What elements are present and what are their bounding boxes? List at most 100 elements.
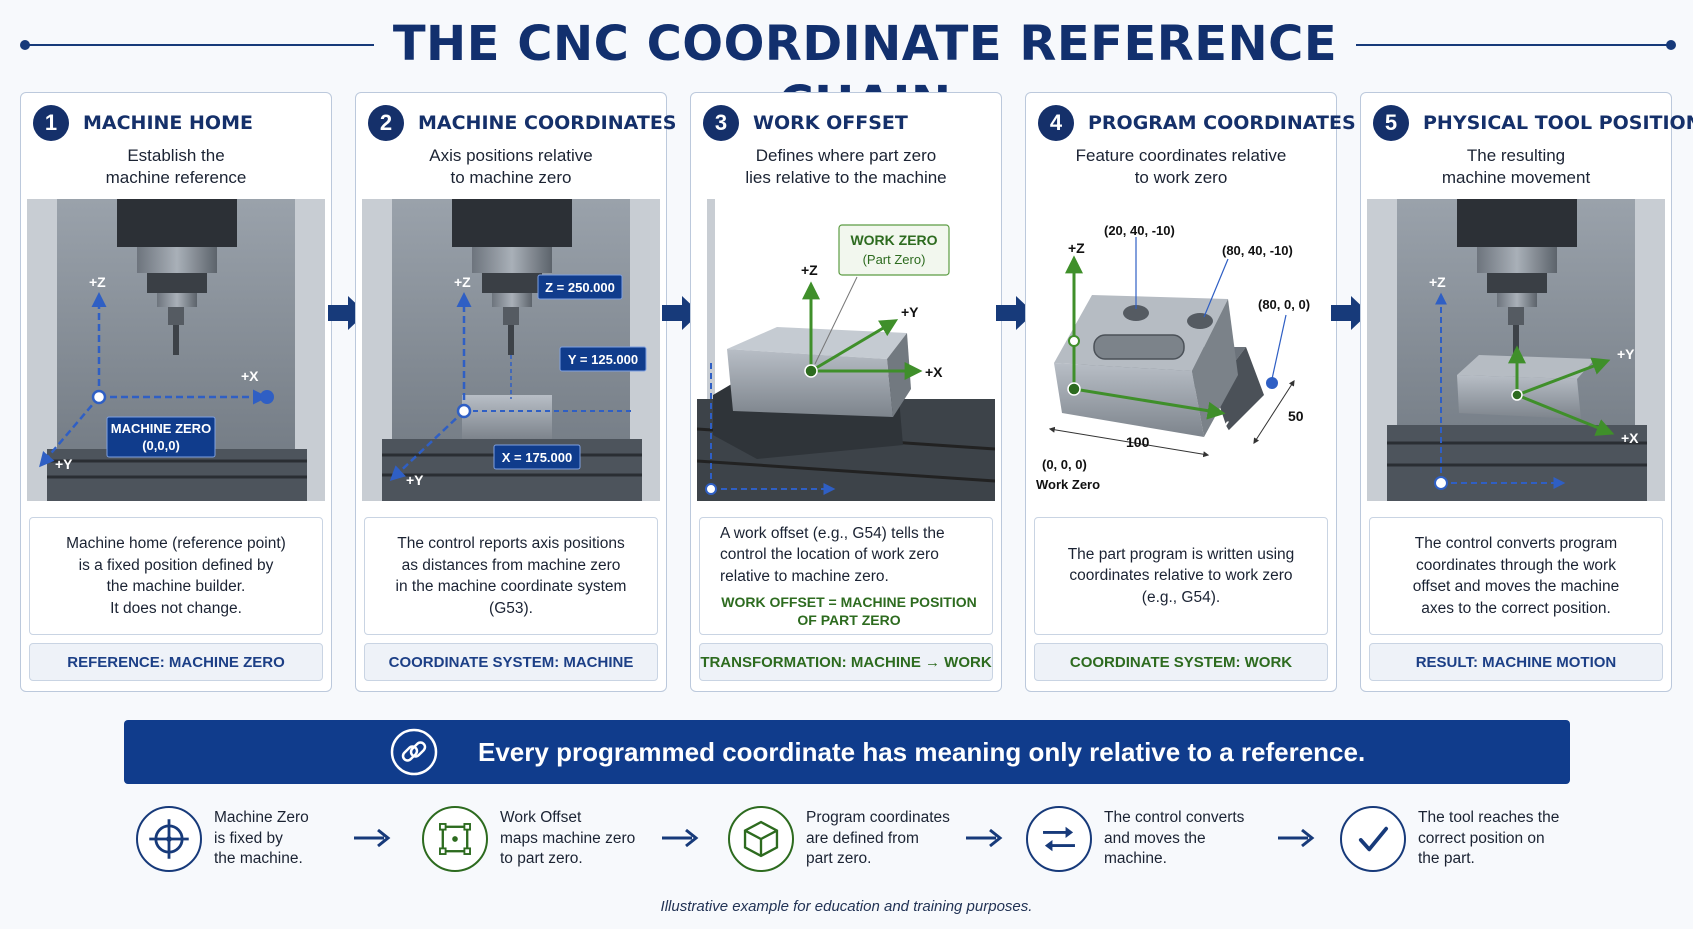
step-header: 3 WORK OFFSET — [703, 103, 908, 143]
description-box: Machine home (reference point) is a fixe… — [29, 517, 323, 635]
panel-physical-tool-position: 5 PHYSICAL TOOL POSITION The resulting m… — [1360, 92, 1693, 692]
step-subtitle-line: The resulting — [1466, 146, 1566, 165]
title-rule-right — [1356, 44, 1674, 46]
equation-line: WORK OFFSET = MACHINE POSITION — [721, 594, 977, 611]
step-number-badge: 3 — [703, 105, 739, 141]
y-position-readout: Y = 125.000 — [568, 352, 638, 367]
arrow-right-icon — [1278, 828, 1315, 848]
arrow-right-icon — [662, 828, 699, 848]
step-subtitle-line: to work zero — [1134, 168, 1228, 187]
step-header: 5 PHYSICAL TOOL POSITION — [1373, 103, 1693, 143]
axis-label-x: +X — [1212, 418, 1230, 434]
reference-tag: REFERENCE: MACHINE ZERO — [29, 643, 323, 681]
summary-line: The control converts — [1104, 809, 1245, 826]
coordinate-system-tag: COORDINATE SYSTEM: MACHINE — [364, 643, 658, 681]
title-rule-left — [22, 44, 374, 46]
summary-line: is fixed by — [214, 829, 283, 847]
axis-label-z: +Z — [801, 262, 818, 278]
description-line: in the machine coordinate system — [395, 578, 627, 595]
link-icon — [390, 728, 438, 776]
step-header: 1 MACHINE HOME — [33, 103, 253, 143]
summary-line: Program coordinates — [806, 809, 950, 826]
description-line: The part program is written using — [1067, 545, 1295, 563]
work-offset-icon — [422, 806, 488, 872]
description-line: offset and moves the machine — [1412, 578, 1620, 595]
summary-line: Work Offset — [500, 809, 582, 826]
feature-point-label: (20, 40, -10) — [1104, 223, 1175, 238]
key-message-banner: Every programmed coordinate has meaning … — [124, 720, 1570, 784]
step-title: MACHINE COORDINATES — [418, 112, 677, 134]
work-offset-illustration: +Z +X +Y WORK ZERO (Part Zero) — [697, 199, 995, 501]
checkmark-icon — [1340, 806, 1406, 872]
description-box: A work offset (e.g., G54) tells the cont… — [699, 517, 993, 635]
description-line: The control converts program — [1414, 535, 1618, 552]
axis-label-y: +Y — [1617, 346, 1635, 362]
summary-line: Machine Zero — [214, 809, 309, 826]
description-line: control the location of work zero — [720, 546, 939, 564]
panel-program-coordinates: 4 PROGRAM COORDINATES Feature coordinate… — [1025, 92, 1356, 692]
description-box: The control converts program coordinates… — [1369, 517, 1663, 635]
arrow-right-icon — [966, 828, 1003, 848]
description-line: It does not change. — [110, 599, 242, 617]
step-number-badge: 4 — [1038, 105, 1074, 141]
axis-label-z: +Z — [1429, 274, 1446, 290]
summary-line: part zero. — [806, 850, 872, 867]
origin-label: Work Zero — [1036, 477, 1100, 492]
description-line: A work offset (e.g., G54) tells the — [720, 524, 945, 542]
description-line: Machine home (reference point) — [66, 535, 286, 552]
step-subtitle-line: Axis positions relative — [429, 146, 593, 165]
crosshair-icon — [136, 806, 202, 872]
description-box: The part program is written using coordi… — [1034, 517, 1328, 635]
description-line: coordinates relative to work zero — [1069, 567, 1293, 585]
feature-point-label: (80, 40, -10) — [1222, 243, 1293, 258]
axis-label-x: +X — [925, 364, 943, 380]
summary-text: The control converts and moves the machi… — [1104, 808, 1274, 870]
program-coordinates-illustration: +Z +X (20, 40, -10) (80, 40, -10) (80, 0… — [1032, 199, 1330, 501]
step-number-badge: 1 — [33, 105, 69, 141]
summary-line: are defined from — [806, 829, 919, 847]
step-subtitle-line: lies relative to the machine — [745, 168, 947, 187]
step-subtitle-line: Defines where part zero — [755, 146, 937, 165]
x-position-readout: X = 175.000 — [502, 450, 572, 465]
equation-line: OF PART ZERO — [797, 612, 901, 629]
origin-coords: (0, 0, 0) — [1042, 457, 1087, 472]
description-box: The control reports axis positions as di… — [364, 517, 658, 635]
step-number-badge: 2 — [368, 105, 404, 141]
step-subtitle: Feature coordinates relative to work zer… — [1036, 145, 1326, 189]
dimension-width: 50 — [1288, 408, 1304, 424]
work-zero-sublabel: (Part Zero) — [863, 252, 926, 267]
step-number-badge: 5 — [1373, 105, 1409, 141]
step-subtitle: Axis positions relative to machine zero — [366, 145, 656, 189]
axis-label-z: +Z — [1068, 240, 1085, 256]
axis-label-z: +Z — [454, 274, 471, 290]
summary-line: The tool reaches the — [1418, 809, 1560, 826]
offset-equation: WORK OFFSET = MACHINE POSITION OF PART Z… — [720, 587, 978, 629]
machine-zero-label: MACHINE ZERO — [111, 421, 211, 436]
step-subtitle: Establish the machine reference — [31, 145, 321, 189]
title-row: THE CNC COORDINATE REFERENCE CHAIN — [0, 14, 1693, 132]
step-subtitle: Defines where part zero lies relative to… — [701, 145, 991, 189]
transformation-tag: TRANSFORMATION: MACHINE → WORK — [699, 643, 993, 681]
axis-label-y: +Y — [901, 304, 919, 320]
title-rule-dot-left — [20, 40, 30, 50]
summary-text: Work Offset maps machine zero to part ze… — [500, 808, 670, 870]
step-subtitle-line: machine reference — [105, 168, 247, 187]
machine-coordinates-illustration: +Z +Y Z = 250.000 Y = 125.000 X = 175.00… — [362, 199, 660, 501]
axis-label-y: +Y — [406, 472, 424, 488]
axis-label-x: +X — [241, 368, 259, 384]
flow-arrow-icon — [996, 296, 1034, 330]
dimension-length: 100 — [1126, 434, 1150, 450]
step-title: PHYSICAL TOOL POSITION — [1423, 112, 1693, 134]
footer-disclaimer: Illustrative example for education and t… — [660, 898, 1033, 915]
step-subtitle: The resulting machine movement — [1371, 145, 1661, 189]
step-subtitle-line: to machine zero — [450, 168, 572, 187]
description-line: The control reports axis positions — [397, 535, 625, 552]
summary-text: Program coordinates are defined from par… — [806, 808, 976, 870]
summary-text: The tool reaches the correct position on… — [1418, 808, 1588, 870]
panel-machine-coordinates: 2 MACHINE COORDINATES Axis positions rel… — [355, 92, 677, 692]
description-line: (e.g., G54). — [1141, 588, 1221, 606]
axis-label-y: +Y — [55, 456, 73, 472]
step-subtitle-line: Establish the — [127, 146, 225, 165]
description-line: coordinates through the work — [1416, 556, 1616, 574]
summary-line: machine. — [1104, 850, 1167, 867]
